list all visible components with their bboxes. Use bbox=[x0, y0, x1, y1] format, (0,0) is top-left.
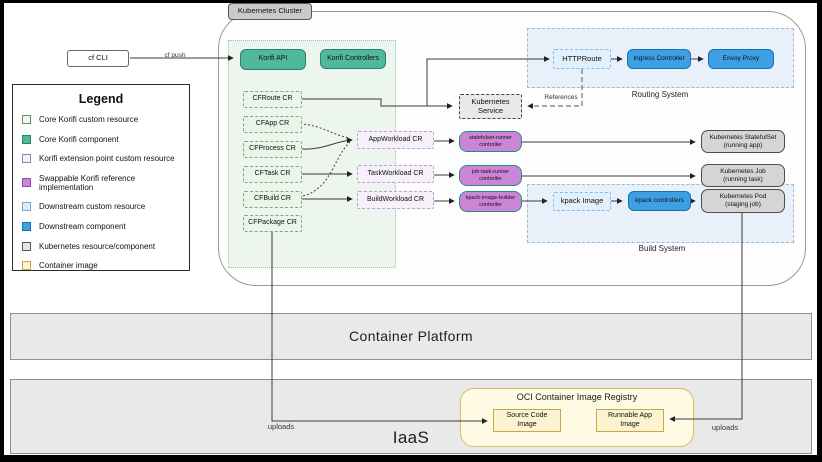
frame-right bbox=[817, 0, 822, 462]
kpack-image-builder-controller-box: kpack-image-builder controller bbox=[459, 191, 522, 212]
legend-item: Downstream custom resource bbox=[22, 202, 189, 212]
references-label: References bbox=[544, 94, 578, 101]
envoy-proxy-box: Envoy Proxy bbox=[708, 49, 774, 69]
cfroute-cr-box: CFRoute CR bbox=[243, 91, 302, 108]
cfapp-cr-box: CFApp CR bbox=[243, 116, 302, 133]
container-image-swatch bbox=[22, 261, 31, 271]
legend-item: Container image bbox=[22, 261, 189, 271]
kubernetes-cluster-label: Kubernetes Cluster bbox=[228, 3, 312, 20]
taskworkload-cr-box: TaskWorkload CR bbox=[357, 165, 434, 183]
cfprocess-cr-box: CFProcess CR bbox=[243, 141, 302, 158]
legend-item-label: Downstream component bbox=[39, 221, 126, 231]
korifi-controllers-box: Korifi Controllers bbox=[320, 49, 386, 69]
kubernetes-pod-box: Kubernetes Pod (staging job) bbox=[701, 189, 785, 213]
legend-item: Kubernetes resource/component bbox=[22, 241, 189, 251]
legend-item-label: Korifi extension point custom resource bbox=[39, 154, 175, 164]
legend: Legend Core Korifi custom resource Core … bbox=[12, 84, 190, 271]
kubernetes-resource-swatch bbox=[22, 241, 31, 251]
appworkload-cr-box: AppWorkload CR bbox=[357, 131, 434, 149]
legend-item-label: Downstream custom resource bbox=[39, 202, 146, 212]
core-korifi-component-swatch bbox=[22, 134, 31, 144]
runnable-app-image-box: Runnable App Image bbox=[596, 409, 664, 432]
routing-system-label: Routing System bbox=[631, 90, 689, 99]
build-system-label: Build System bbox=[638, 244, 686, 253]
iaas-label: IaaS bbox=[392, 428, 430, 447]
legend-item-label: Core Korifi custom resource bbox=[39, 115, 139, 124]
korifi-api-box: Korifi API bbox=[240, 49, 306, 70]
frame-bottom bbox=[0, 455, 822, 462]
legend-item: Core Korifi custom resource bbox=[22, 115, 189, 124]
oci-registry-title: OCI Container Image Registry bbox=[516, 392, 638, 402]
legend-item: Korifi extension point custom resource bbox=[22, 154, 189, 164]
swappable-implementation-swatch bbox=[22, 178, 31, 188]
cf-push-label: cf push bbox=[164, 52, 186, 59]
kubernetes-statefulset-box: Kubernetes StatefulSet (running app) bbox=[701, 130, 785, 153]
cfpackage-cr-box: CFPackage CR bbox=[243, 215, 302, 232]
legend-item-label: Kubernetes resource/component bbox=[39, 241, 156, 251]
uploads-label-left: uploads bbox=[267, 422, 295, 431]
cftask-cr-box: CFTask CR bbox=[243, 166, 302, 183]
core-korifi-cr-swatch bbox=[22, 115, 31, 124]
kubernetes-job-box: Kubernetes Job (running task) bbox=[701, 164, 785, 187]
legend-item-label: Swappable Korifi reference implementatio… bbox=[39, 173, 136, 192]
extension-point-cr-swatch bbox=[22, 154, 31, 164]
legend-title: Legend bbox=[78, 92, 124, 106]
httproute-box: HTTPRoute bbox=[553, 49, 611, 69]
ingress-controller-box: Ingress Controller bbox=[627, 49, 691, 69]
kubernetes-service-box: Kubernetes Service bbox=[459, 94, 522, 119]
kpack-image-box: kpack Image bbox=[553, 192, 611, 211]
uploads-label-right: uploads bbox=[711, 423, 739, 432]
job-task-runner-controller-box: job-task-runner controller bbox=[459, 165, 522, 186]
statefulset-runner-controller-box: statefulset-runner controller bbox=[459, 131, 522, 152]
legend-item: Core Korifi component bbox=[22, 134, 189, 144]
source-code-image-box: Source Code Image bbox=[493, 409, 561, 432]
cfbuild-cr-box: CFBuild CR bbox=[243, 191, 302, 208]
cf-cli-box: cf CLI bbox=[67, 50, 129, 67]
legend-item: Swappable Korifi reference implementatio… bbox=[22, 174, 189, 192]
frame-top bbox=[0, 0, 822, 3]
legend-item-label: Container image bbox=[39, 261, 98, 271]
frame-left bbox=[0, 0, 4, 462]
kpack-controllers-box: kpack controllers bbox=[628, 191, 691, 211]
legend-item-label: Core Korifi component bbox=[39, 134, 119, 144]
legend-item: Downstream component bbox=[22, 221, 189, 231]
downstream-cr-swatch bbox=[22, 202, 31, 212]
buildworkload-cr-box: BuildWorkload CR bbox=[357, 191, 434, 209]
container-platform-label: Container Platform bbox=[349, 328, 473, 344]
downstream-component-swatch bbox=[22, 221, 31, 231]
